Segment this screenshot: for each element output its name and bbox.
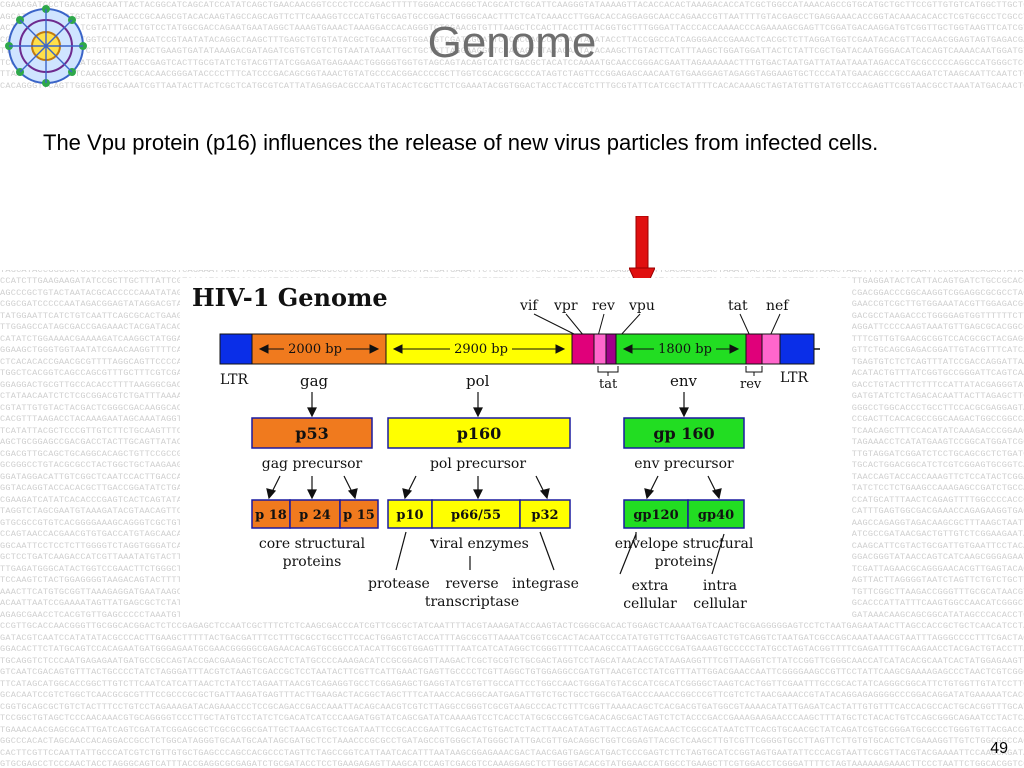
body-text: The Vpu protein (p16) influences the rel… <box>43 130 879 155</box>
label-rev-bottom: rev <box>740 377 762 392</box>
ltr-left-label: LTR <box>220 372 248 388</box>
extra-label: extra <box>632 578 669 594</box>
label-pol: pol <box>466 372 490 390</box>
label-rev-top: rev <box>592 298 615 314</box>
ltr-right-box <box>779 333 815 365</box>
p160-box <box>387 417 571 449</box>
gp40-label: gp40 <box>698 508 734 523</box>
label-tat-top: tat <box>728 298 748 314</box>
p15-label: p 15 <box>343 508 375 523</box>
label-vif: vif <box>519 298 539 314</box>
p18-label: p 18 <box>255 508 287 523</box>
protease-label: protease <box>368 576 430 592</box>
p32-label: p32 <box>531 508 558 523</box>
viral-enzymes-label: viral enzymes <box>430 536 529 552</box>
rev-segment <box>593 333 607 365</box>
label-tat-bottom: tat <box>599 377 618 392</box>
gp160-label: gp 160 <box>653 424 714 443</box>
gp120-label: gp120 <box>633 508 678 523</box>
intra-cellular-label: cellular <box>693 596 747 612</box>
virus-logo-icon <box>4 4 88 88</box>
diagram-heading: HIV-1 Genome <box>192 283 388 312</box>
tat-rev-segment <box>745 333 763 365</box>
p160-label: p160 <box>457 424 502 443</box>
nef-segment <box>761 333 781 365</box>
gag-precursor-label: gag precursor <box>262 456 363 472</box>
gp160-box <box>623 417 745 449</box>
ltr-left-box <box>219 333 253 365</box>
core-structural-label-2: proteins <box>283 554 342 570</box>
reverse-label: reverse <box>445 576 498 592</box>
intra-label: intra <box>703 578 737 594</box>
integrase-label: integrase <box>512 576 579 592</box>
ltr-right-label: LTR <box>780 370 808 386</box>
vpu-segment <box>605 333 617 365</box>
label-gag: gag <box>300 372 329 390</box>
label-nef: nef <box>766 298 790 314</box>
slide-title: Genome <box>427 18 597 67</box>
transcriptase-label: transcriptase <box>425 594 519 610</box>
hiv1-genome-diagram: HIV-1 Genome vif vpr rev vpu tat nef <box>180 278 852 618</box>
extra-cellular-label: cellular <box>623 596 677 612</box>
p53-label: p53 <box>295 424 328 443</box>
label-env: env <box>670 372 698 390</box>
p10-label: p10 <box>396 508 423 523</box>
core-structural-label-1: core structural <box>259 536 366 552</box>
envelope-structural-label-2: proteins <box>655 554 714 570</box>
segment-label-env-bp: 1800 bp <box>658 342 712 357</box>
content-panel <box>0 92 1024 270</box>
segment-label-pol-bp: 2900 bp <box>454 342 508 357</box>
label-vpr: vpr <box>553 298 578 314</box>
p24-label: p 24 <box>299 508 331 523</box>
p6655-label: p66/55 <box>451 508 501 523</box>
segment-label-gag-bp: 2000 bp <box>288 342 342 357</box>
envelope-structural-label-1: envelope structural <box>615 536 754 552</box>
pol-precursor-label: pol precursor <box>430 456 526 472</box>
label-vpu: vpu <box>628 298 655 314</box>
page-number: 49 <box>990 740 1008 757</box>
vif-vpr-segment <box>571 333 595 365</box>
env-precursor-label: env precursor <box>634 456 734 472</box>
p53-box <box>251 417 373 449</box>
